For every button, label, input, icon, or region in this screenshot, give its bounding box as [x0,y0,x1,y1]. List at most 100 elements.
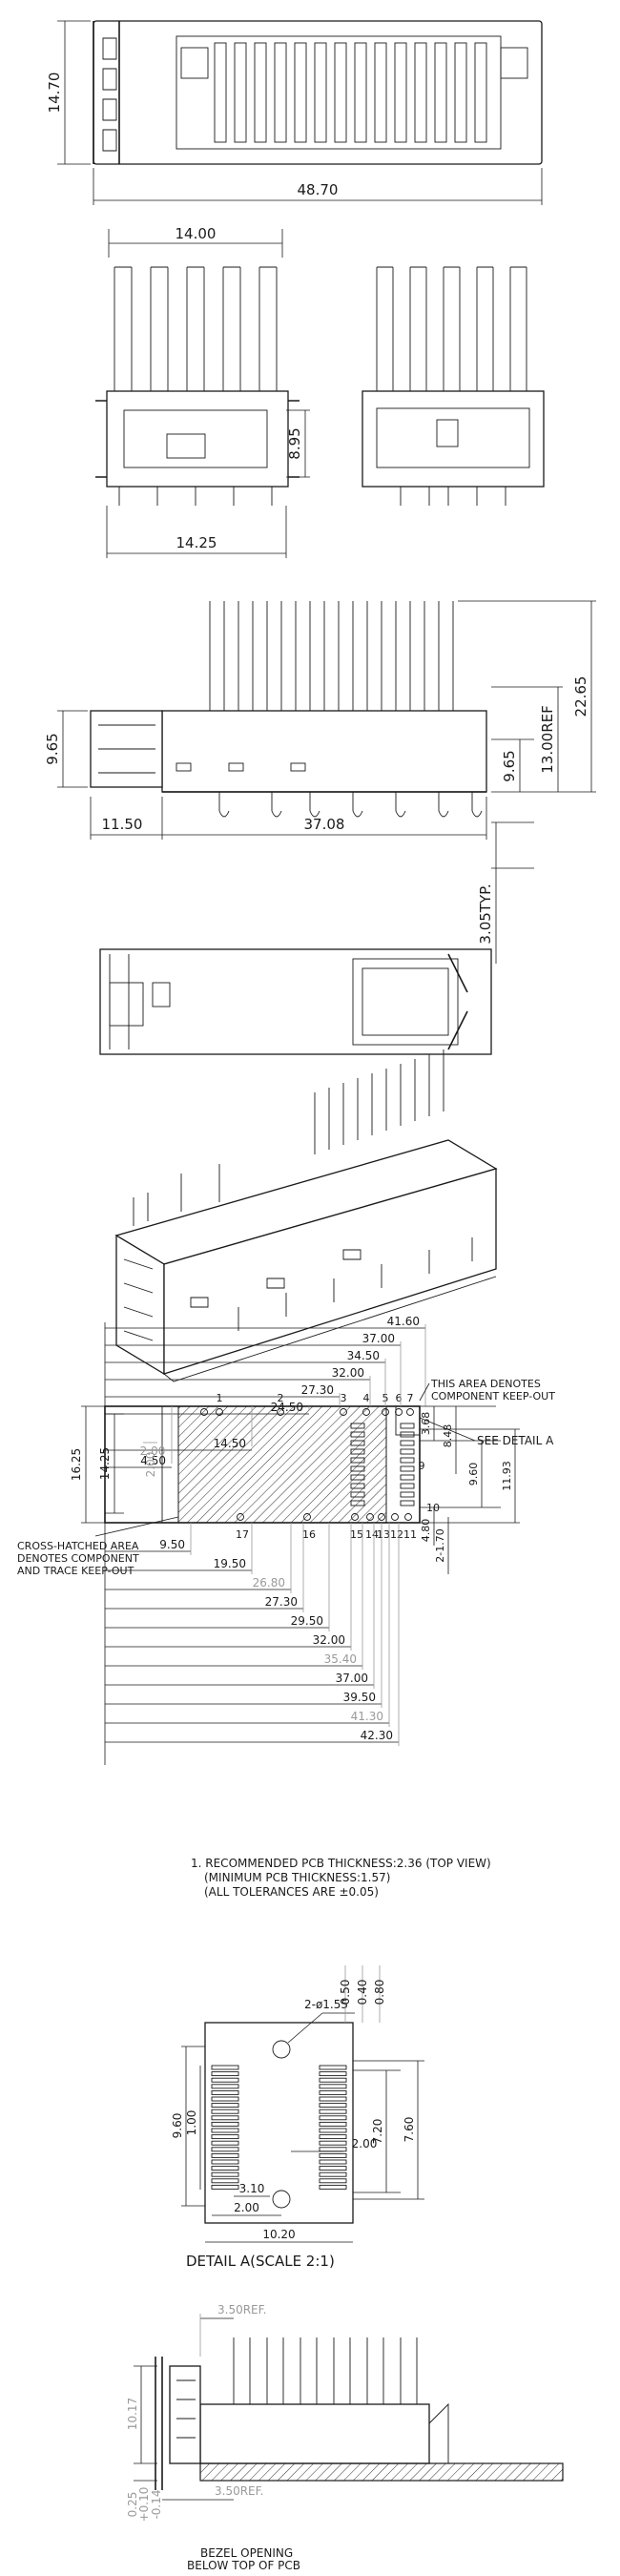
keepout-note-line-1: THIS AREA DENOTES [430,1378,541,1390]
crosshatch-note-line-1: CROSS-HATCHED AREA [17,1540,139,1552]
smt-pad [400,1423,415,1429]
bezel-dimensions: 3.50REF.3.50REF.10.17+0.100.25-0.14 [126,2303,266,2522]
pin-pad-top [382,1408,389,1416]
vent-slot [254,42,267,143]
vent-slot [214,42,227,143]
detail-bottom-dim: 2.00 [234,2201,259,2214]
detail-pad-right [319,2115,347,2121]
detail-pad-left [211,2166,239,2171]
bezel-view [155,2337,564,2490]
crosshatch-keepout [177,1405,387,1524]
pcb-left-dim-gray: 2.00 [144,1452,157,1478]
crosshatch-note-line-3: AND TRACE KEEP-OUT [17,1565,134,1577]
pcb-right-dim: 3.68 [420,1412,432,1436]
pcb-bottom-dim: 26.80 [253,1576,285,1589]
side-total-height-dim: 22.65 [572,676,589,717]
detail-pad-left [211,2103,239,2109]
smt-pad [350,1465,365,1472]
note-line-3: (ALL TOLERANCES ARE ±0.05) [204,1885,379,1899]
latch-left [180,47,209,79]
pin-number-bottom: 11 [403,1528,417,1541]
detail-a-title: DETAIL A(SCALE 2:1) [186,2253,335,2270]
vent-slot [394,42,407,143]
detail-pad-left [211,2147,239,2152]
bezel-tol-plus: +0.10 [137,2487,151,2523]
pin-number-nine: 9 [419,1460,425,1472]
pcb-bottom-dim: 35.40 [324,1652,357,1666]
vent-slot [354,42,367,143]
pin-pad-bottom [378,1513,385,1521]
pcb-right-dim: 9.60 [467,1463,480,1486]
ventilation-slots [214,42,487,143]
side-front-offset-dim: 11.50 [102,816,143,833]
detail-pitch-dim: 0.50 [339,1980,352,2005]
detail-pad-left [211,2178,239,2184]
pin-number-top: 2 [278,1392,284,1404]
vent-slot [414,42,427,143]
bezel-top-ref: 3.50REF. [217,2303,266,2316]
pin-number-ten: 10 [426,1502,440,1514]
iso-side-face [163,1168,497,1375]
pcb-smt-pads [350,1423,415,1506]
pcb-top-dim: 34.50 [347,1349,380,1362]
detail-pitch-dim: 0.40 [356,1980,369,2005]
detail-pad-left [211,2084,239,2089]
smt-pad [400,1500,415,1506]
detail-pad-right [319,2065,347,2070]
smt-pad [350,1440,365,1446]
end-view-front: 14.00 14.25 8.95 [95,225,310,558]
side-view: 9.65 9.65 13.00REF 22.65 11.50 37.08 3.0… [44,600,596,964]
detail-callout: SEE DETAIL A [477,1434,554,1447]
smt-pad [350,1448,365,1455]
top-view-height-dim: 14.70 [46,73,63,114]
pin-number-top: 4 [363,1392,370,1404]
detail-pad-right [319,2096,347,2102]
pin-number-top: 1 [217,1392,223,1404]
end-bottom-width-dim: 14.25 [176,534,217,551]
pcb-bottom-dim: 9.50 [159,1538,185,1551]
pcb-bottom-dim: 41.30 [351,1710,383,1723]
detail-pad-left [211,2140,239,2146]
detail-left-dim: 9.60 [171,2113,184,2139]
vent-slot [294,42,307,143]
pin-pad-bottom [237,1513,244,1521]
note-line-1: 1. RECOMMENDED PCB THICKNESS:2.36 (TOP V… [191,1857,491,1870]
vent-slot [274,42,287,143]
bezel-height-dim: 10.17 [126,2398,139,2430]
detail-pad-right [319,2109,347,2114]
pin-pad-bottom [366,1513,374,1521]
end-top-width-dim: 14.00 [176,225,217,242]
smt-pad [350,1423,365,1429]
smt-pad [400,1448,415,1455]
detail-pad-left [211,2171,239,2177]
bezel-note-line-2: BELOW TOP OF PCB [187,2559,300,2572]
pcb-top-dim: 32.00 [332,1366,364,1380]
detail-pad-right [319,2140,347,2146]
smt-pad [400,1491,415,1498]
detail-pad-right [319,2128,347,2133]
detail-hole-top [272,2040,291,2059]
pcb-right-dim: 8.48 [442,1424,454,1448]
crosshatch-note-line-2: DENOTES COMPONENT [17,1552,139,1565]
cage-top-outline [93,20,543,165]
smt-pad [350,1491,365,1498]
bottom-view [99,948,492,1055]
detail-pad-right [319,2178,347,2184]
pin-pad-top [340,1408,347,1416]
smt-pad [350,1474,365,1481]
pin-pad-bottom [404,1513,412,1521]
smt-pad [400,1431,415,1438]
side-left-height-dim: 9.65 [44,733,61,764]
pcb-bottom-dim: 27.30 [265,1595,298,1609]
detail-mid-dim: 2.00 [352,2137,378,2150]
detail-pad-right [319,2134,347,2140]
detail-pad-left [211,2071,239,2077]
detail-pad-right [319,2184,347,2190]
detail-pad-right [319,2089,347,2095]
vent-slot [474,42,487,143]
vent-slot [374,42,387,143]
detail-pad-right [319,2159,347,2165]
